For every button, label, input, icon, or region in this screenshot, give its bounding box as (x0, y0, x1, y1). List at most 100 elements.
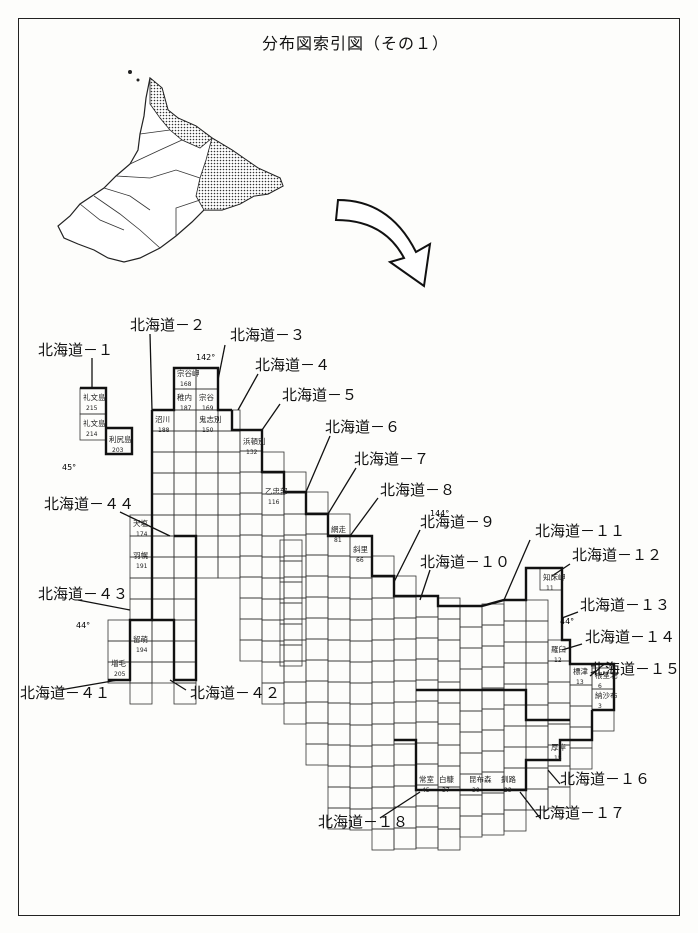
sheet-name: 釧路 (501, 774, 516, 784)
map-sheet-cell (415, 595, 439, 618)
callout-hokkaido-14: 北海道－１４ (585, 628, 676, 646)
map-sheet-cell (305, 743, 329, 766)
map-sheet-cell (283, 513, 307, 536)
region-boundary (230, 410, 350, 538)
map-sheet-cell (437, 702, 461, 725)
region-boundary (481, 566, 616, 712)
callout-hokkaido-5: 北海道－５ (282, 386, 358, 404)
callout-hokkaido-7: 北海道－７ (354, 450, 430, 468)
map-sheet-cell (415, 637, 439, 660)
map-sheet-cell (239, 618, 263, 641)
region-boundary (152, 534, 198, 682)
map-sheet-cell (415, 805, 439, 828)
map-sheet-cell (261, 514, 285, 537)
map-sheet-cell (261, 577, 285, 600)
map-sheet-cell (349, 619, 373, 642)
map-sheet-cell (107, 619, 131, 642)
sheet-name: 羅臼 (551, 644, 566, 654)
callout-leader-line (503, 539, 531, 601)
map-sheet-cell (349, 766, 373, 789)
map-sheet-cell (503, 725, 527, 748)
sheet-number: 12 (554, 657, 562, 664)
sheet-name: 利尻島 (109, 434, 132, 444)
map-sheet-cell (151, 640, 175, 663)
sheet-labels: 礼文島215礼文島214利尻島203宗谷岬168稚内187宗谷169沼川188鬼… (83, 368, 618, 794)
region-boundary (152, 366, 232, 412)
map-sheet-cell (283, 597, 307, 620)
sheet-number: 215 (86, 405, 98, 412)
map-sheet-cell (437, 744, 461, 767)
map-sheet-cell (305, 596, 329, 619)
map-sheet-cell (261, 661, 285, 684)
sheet-number: 13 (576, 679, 584, 686)
map-sheet-cell (151, 598, 175, 621)
map-sheet-cell (371, 660, 395, 683)
callout-hokkaido-1: 北海道－１ (38, 341, 114, 359)
map-sheet-cell (415, 658, 439, 681)
sheet-name: 浜頓別 (243, 436, 266, 446)
map-sheet-cell (547, 786, 571, 809)
map-sheet-cell (305, 554, 329, 577)
map-sheet-cell (195, 451, 219, 474)
map-sheet-cell (481, 666, 505, 689)
map-sheet-cell (327, 555, 351, 578)
sheet-name: 宗谷岬 (177, 368, 200, 378)
callout-hokkaido-42: 北海道－４２ (190, 684, 281, 702)
map-sheet-cell (173, 682, 197, 705)
map-sheet-cell (393, 596, 417, 619)
map-sheet-cell (349, 640, 373, 663)
callout-leader-lines (59, 333, 601, 819)
map-sheet-cell (195, 430, 219, 453)
parallel-label: 44° (560, 617, 574, 626)
map-sheet-cell (459, 668, 483, 691)
map-sheet-cell (261, 619, 285, 642)
map-sheet-cell (415, 721, 439, 744)
sheet-name: 常室 (419, 774, 434, 784)
callout-hokkaido-6: 北海道－６ (325, 418, 401, 436)
callout-leader-line (589, 667, 601, 677)
sheet-name: 羽幌 (133, 550, 148, 560)
map-sheet-cell (371, 828, 395, 851)
map-sheet-cell (217, 556, 241, 579)
map-sheet-cell (279, 560, 303, 583)
map-sheet-cell (371, 597, 395, 620)
map-sheet-cell (371, 723, 395, 746)
callout-leader-line (561, 611, 579, 619)
map-sheet-cell (437, 681, 461, 704)
map-sheet-cell (437, 723, 461, 746)
map-sheet-cell (437, 807, 461, 830)
map-sheet-cell (481, 792, 505, 815)
map-sheet-cell (283, 639, 307, 662)
map-sheet-cell (459, 605, 483, 628)
callout-hokkaido-3: 北海道－３ (230, 326, 306, 344)
map-sheet-cell (459, 815, 483, 838)
map-sheet-cell (349, 703, 373, 726)
map-sheet-cell (437, 597, 461, 620)
sheet-name: 稚内 (177, 392, 192, 402)
sheet-number: 45 (422, 787, 430, 794)
callout-hokkaido-12: 北海道－１２ (572, 546, 663, 564)
map-sheet-cell (349, 724, 373, 747)
map-sheet-cell (393, 764, 417, 787)
map-sheet-cell (371, 744, 395, 767)
map-sheet-cell (239, 555, 263, 578)
callout-hokkaido-44: 北海道－４４ (44, 495, 135, 513)
map-sheet-cell (481, 624, 505, 647)
sheet-number: 214 (86, 431, 98, 438)
map-sheet-cell (151, 619, 175, 642)
map-sheet-cell (239, 513, 263, 536)
map-sheet-cell (305, 617, 329, 640)
callout-leader-line (327, 467, 357, 515)
map-sheet-cell (525, 683, 549, 706)
map-sheet-cell (415, 742, 439, 765)
region-boundary (416, 688, 570, 722)
map-sheet-cell (129, 661, 153, 684)
overview-subprefecture-lines (79, 129, 201, 249)
callout-hokkaido-8: 北海道－８ (380, 481, 456, 499)
map-sheet-cell (327, 639, 351, 662)
map-sheet-cell (305, 533, 329, 556)
map-sheet-cell (261, 451, 285, 474)
map-sheet-cell (547, 681, 571, 704)
sheet-name: 沼川 (155, 415, 170, 424)
map-sheet-cell (283, 555, 307, 578)
